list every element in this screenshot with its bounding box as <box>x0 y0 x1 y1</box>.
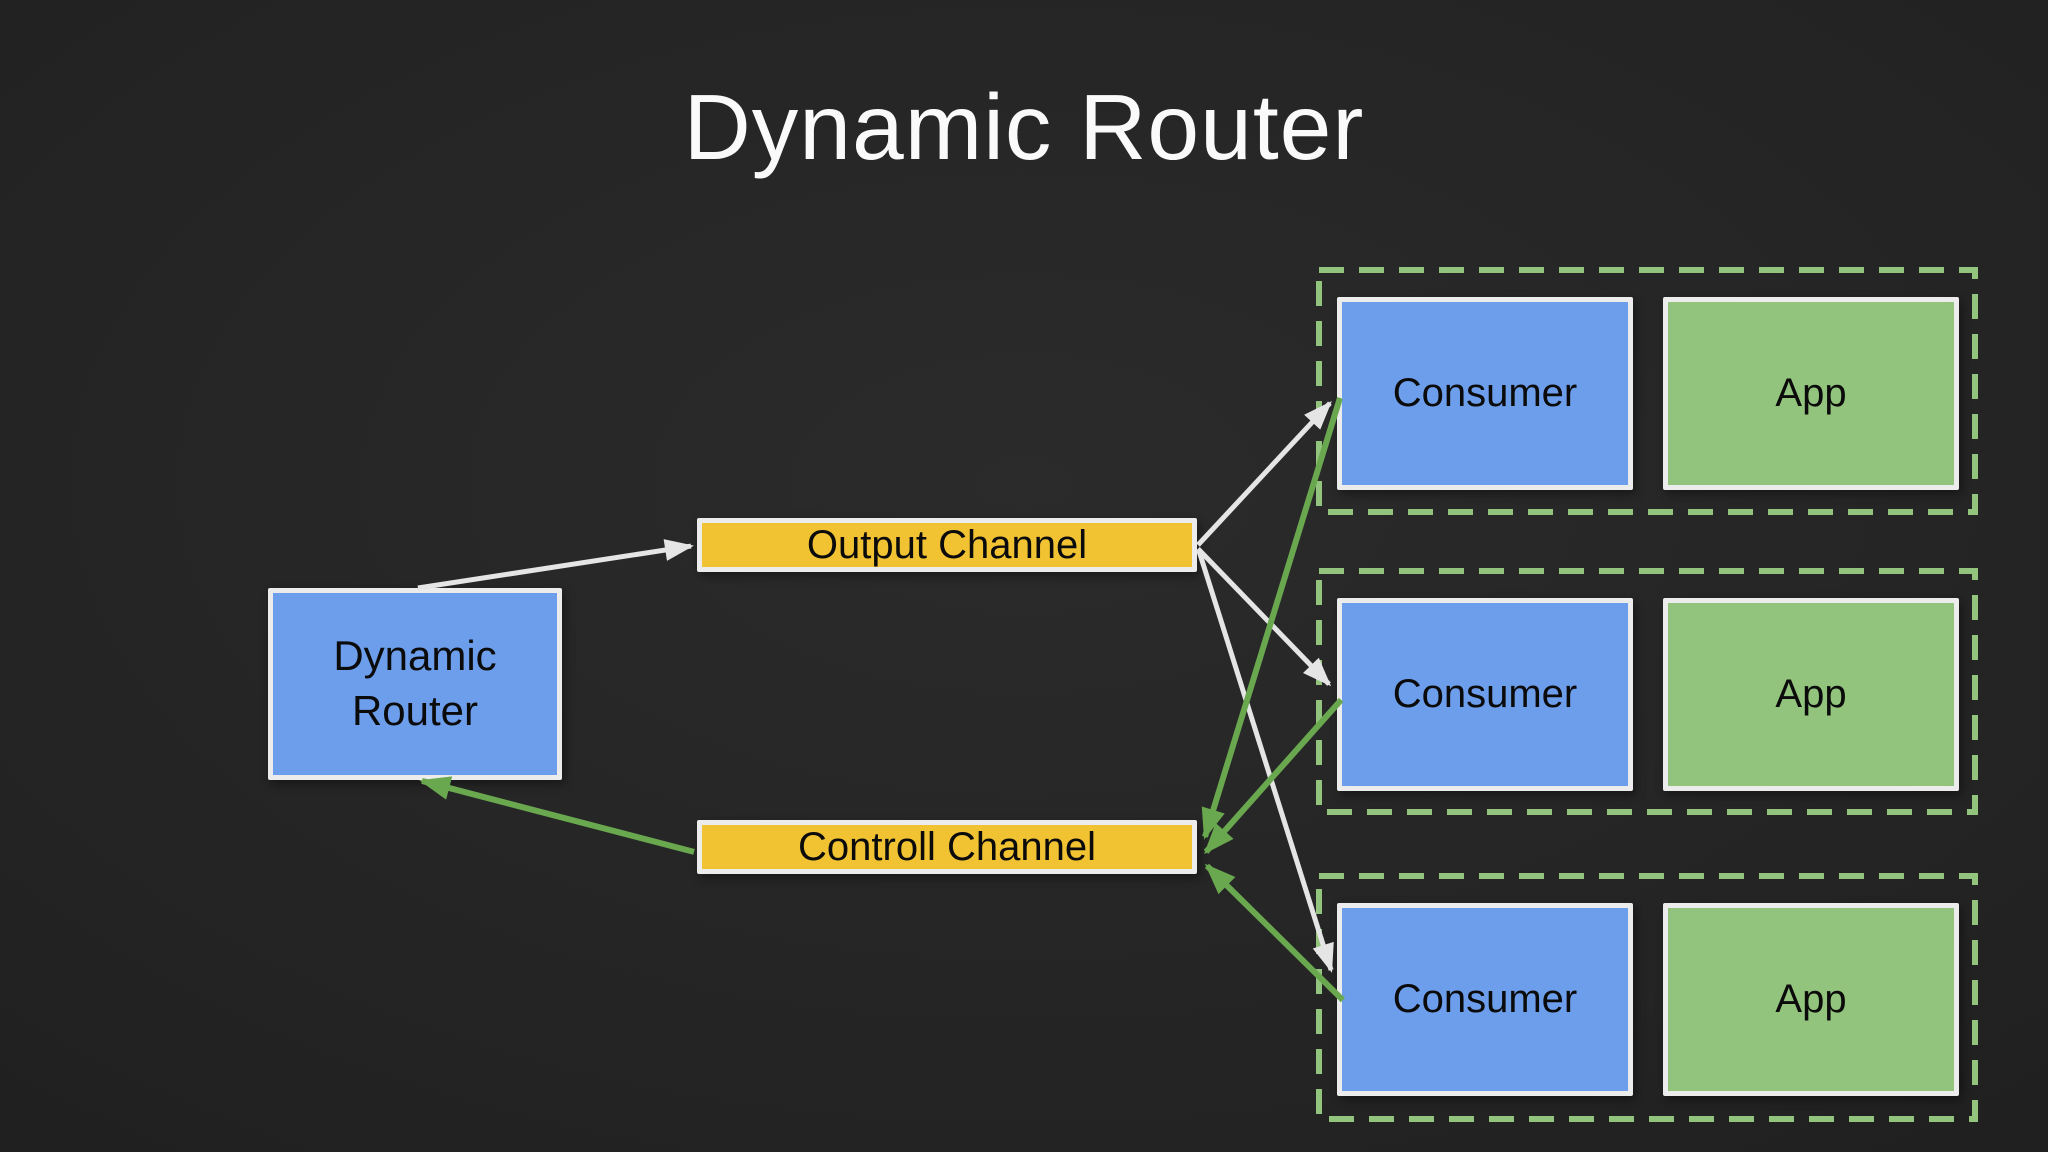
dynamic-router-node: Dynamic Router <box>268 588 562 780</box>
consumer-label-3: Consumer <box>1392 977 1578 1021</box>
controll-channel-label: Controll Channel <box>798 824 1096 869</box>
consumer-node-3: Consumer <box>1337 903 1633 1096</box>
app-node-3: App <box>1663 903 1959 1096</box>
app-label-3: App <box>1775 977 1847 1021</box>
consumer-app-group-2: Consumer App <box>1316 568 1978 815</box>
edge-dynamic-router-to-output-channel <box>417 539 694 591</box>
consumer-app-group-3: Consumer App <box>1316 873 1978 1122</box>
controll-channel-node: Controll Channel <box>697 820 1197 874</box>
consumer-node-2: Consumer <box>1337 598 1633 791</box>
consumer-node-1: Consumer <box>1337 297 1633 490</box>
consumer-label-2: Consumer <box>1392 672 1578 716</box>
app-label-2: App <box>1775 672 1847 716</box>
consumer-label-1: Consumer <box>1392 371 1578 415</box>
dynamic-router-label: Dynamic Router <box>333 632 497 734</box>
app-label-1: App <box>1775 371 1847 415</box>
app-node-2: App <box>1663 598 1959 791</box>
output-channel-label: Output Channel <box>806 522 1088 567</box>
edge-controll-channel-to-dynamic-router <box>419 776 695 855</box>
edge-output-channel-to-consumer-3 <box>1196 550 1334 973</box>
consumer-app-group-1: Consumer App <box>1316 267 1978 515</box>
page-title: Dynamic Router <box>683 75 1365 179</box>
app-node-1: App <box>1663 297 1959 490</box>
output-channel-node: Output Channel <box>697 518 1197 572</box>
edge-output-channel-to-consumer-2 <box>1196 547 1332 687</box>
edge-output-channel-to-consumer-1 <box>1196 400 1332 547</box>
